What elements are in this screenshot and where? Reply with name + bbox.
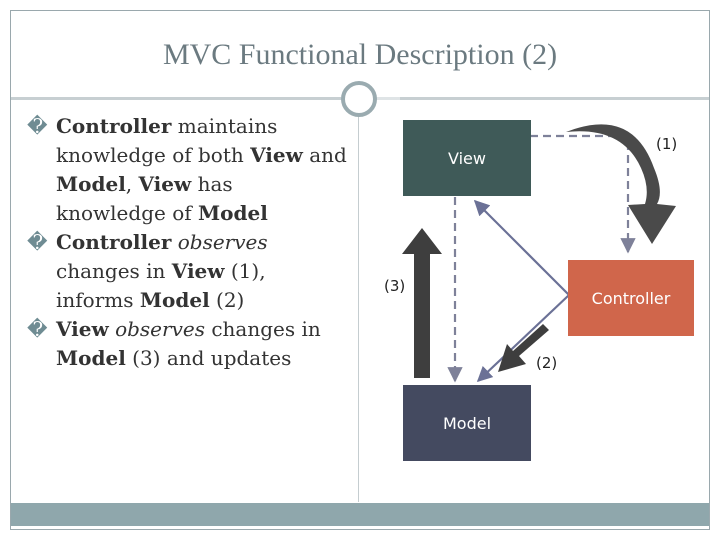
label-two: (2): [536, 354, 557, 372]
bullet-2-seg-1: Controller: [56, 230, 172, 254]
bullet-1-seg-4: and: [302, 143, 347, 167]
bullet-item-1: � Controller maintains knowledge of both…: [27, 112, 347, 228]
bullet-1-seg-6: ,: [125, 172, 139, 196]
bullet-1-seg-5: Model: [56, 172, 126, 196]
controller-box: Controller: [568, 260, 694, 336]
bullet-square-icon: �: [27, 230, 48, 254]
bullet-2-seg-4: changes in: [56, 259, 172, 283]
model-label: Model: [443, 414, 491, 433]
title-rule-left: [11, 97, 341, 100]
view-label: View: [448, 149, 486, 168]
bullet-2-seg-6: (1), informs: [56, 259, 266, 312]
bullet-3-seg-5: Model: [56, 346, 126, 370]
bullet-3-seg-1: View: [56, 317, 109, 341]
bullet-square-icon: �: [27, 114, 48, 138]
controller-label: Controller: [592, 289, 671, 308]
view-box: View: [403, 120, 531, 196]
bullet-item-3: � View observes changes in Model (3) and…: [27, 315, 347, 373]
controller-to-view-line: [473, 199, 570, 296]
slide-title: MVC Functional Description (2): [162, 38, 558, 71]
footer-band: [11, 503, 709, 526]
bullet-list: � Controller maintains knowledge of both…: [27, 112, 347, 373]
bullet-2-seg-5: View: [171, 259, 225, 283]
divider-ring-icon: [341, 81, 377, 117]
view-to-controller-dashed-arrow: [530, 134, 636, 254]
controller-to-model-line: [476, 294, 570, 383]
bullet-2-seg-7: Model: [139, 288, 210, 312]
label-three: (3): [384, 277, 405, 295]
bullet-square-icon: �: [27, 317, 48, 341]
bullet-1-seg-7: View: [138, 172, 192, 196]
bullet-1-seg-1: Controller: [56, 114, 172, 138]
bullet-3-seg-6: (3) and updates: [125, 346, 292, 370]
title-rule-right: [400, 97, 709, 100]
diagonal-arrow-icon: [498, 324, 549, 372]
bullet-1-seg-9: Model: [198, 201, 268, 225]
bullet-2-seg-8: (2): [209, 288, 245, 312]
bullet-3-seg-3: observes: [115, 317, 205, 341]
bullet-3-seg-4: changes in: [204, 317, 321, 341]
label-one: (1): [656, 135, 677, 153]
curved-arrow-icon: [566, 124, 676, 244]
up-arrow-icon: [402, 228, 442, 378]
bullet-1-seg-2: maintains knowledge of both: [56, 114, 278, 167]
content-divider: [358, 100, 359, 502]
model-box: Model: [403, 385, 531, 461]
bullet-1-seg-8: has knowledge of: [56, 172, 233, 225]
bullet-1-seg-3: View: [250, 143, 303, 167]
bullet-item-2: � Controller observes changes in View (1…: [27, 228, 347, 315]
bullet-2-seg-3: observes: [177, 230, 268, 254]
